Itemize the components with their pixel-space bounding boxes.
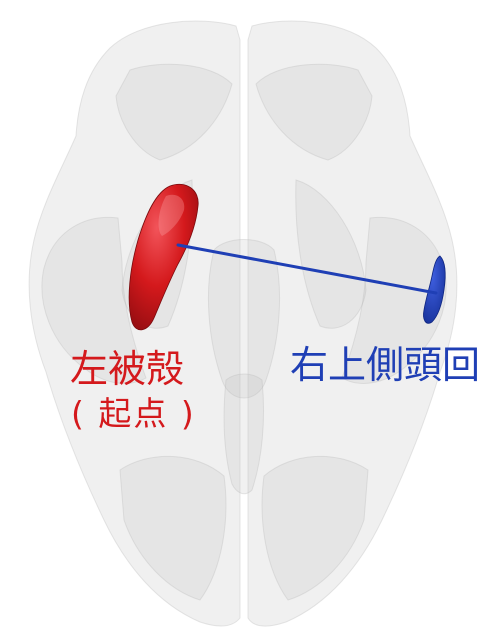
left-region-note-label: ( 起点 ) (71, 397, 196, 430)
left-occipital-fold (120, 456, 226, 600)
right-occipital-fold (262, 456, 368, 600)
right-region-label: 右上側頭回 (290, 346, 480, 384)
left-region-label: 左被殻 (70, 350, 184, 388)
